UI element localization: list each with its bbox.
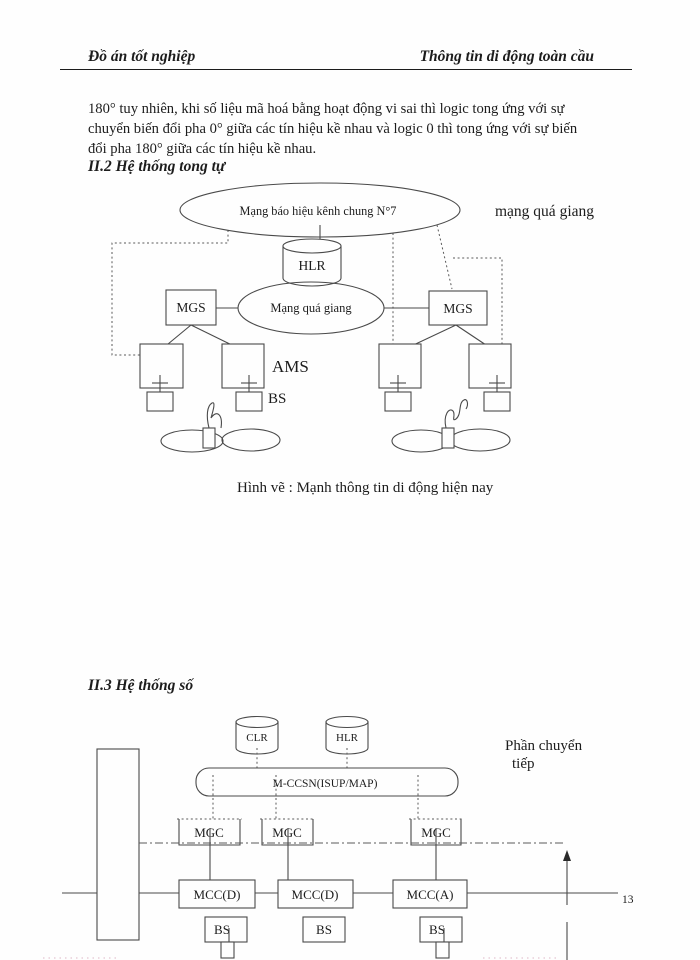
ams-boxes (139, 343, 512, 389)
bs-boxes (204, 916, 463, 943)
analog-system-diagram: Mạng báo hiệu kênh chung N°7 mạng quá gi… (111, 182, 594, 453)
mccsn-backbone (195, 767, 459, 797)
ams-bs-antenna-ticks (152, 375, 505, 400)
cell-ellipse (160, 429, 224, 453)
cell-ellipse (449, 428, 511, 452)
relay-note-line1: Phần chuyển (505, 738, 583, 754)
hlr-database-cylinder: HLR (282, 238, 342, 287)
bs-label: BS (214, 922, 230, 937)
bs-antenna-masts (220, 928, 450, 959)
header-right-title: Thông tin di động toàn cầu (419, 48, 594, 65)
ams-note: AMS (272, 357, 309, 376)
bs-box (235, 391, 263, 412)
clr-database-cylinder: CLR (235, 715, 279, 755)
mgs-right-label: MGS (443, 301, 472, 316)
ams-box (139, 343, 184, 389)
dashed-signalling-links (111, 224, 503, 387)
bs-box (384, 391, 412, 412)
bs-note: BS (268, 391, 286, 407)
hlr-label: HLR (299, 258, 326, 273)
mcc-label: MCC(D) (292, 887, 339, 902)
ams-box (378, 343, 422, 389)
bs-small-boxes (146, 391, 511, 412)
page-header: Đồ án tốt nghiệp Thông tin di động toàn … (60, 48, 632, 70)
ams-box (468, 343, 512, 389)
mgc-label: MGC (272, 825, 302, 840)
switch-block (96, 748, 140, 941)
bs-box (204, 916, 248, 943)
radio-cells (160, 399, 511, 453)
mgc-label: MGC (194, 825, 224, 840)
bs-box (419, 916, 463, 943)
section-heading-analog: II.2 Hệ thống tong tự (88, 158, 226, 175)
bs-box (302, 916, 346, 943)
mcc-boxes (178, 879, 468, 909)
bs-label: BS (316, 922, 332, 937)
mcc-box (178, 879, 256, 909)
clr-label: CLR (246, 732, 268, 744)
mgs-ams-links (161, 324, 493, 350)
mcc-label: MCC(A) (407, 887, 454, 902)
transit-cloud-label: Mạng quá giang (270, 301, 352, 315)
paragraph-line: đổi pha 180° giữa các tín hiệu kề nhau. (88, 141, 317, 157)
mcc-box (392, 879, 468, 909)
mgc-mcc-links (209, 828, 437, 880)
body-paragraph: 180° tuy nhiên, khi số liệu mã hoá bằng … (88, 99, 648, 159)
bs-box (483, 391, 511, 412)
section-heading-digital: II.3 Hệ thống số (88, 677, 194, 694)
hlr-label: HLR (336, 732, 359, 744)
paragraph-line: chuyển biến đổi pha 0° giữa các tín hiệu… (88, 121, 578, 137)
cylinder-dashed-links (256, 748, 348, 768)
bs-label: BS (429, 922, 445, 937)
digital-system-diagram: CLR HLR Phần chuyển tiếp M-CCSN(ISUP/MAP… (43, 715, 634, 960)
cell-antenna-mast (441, 427, 455, 449)
radio-wave-squiggle (444, 399, 469, 429)
figure-caption: Hình vẽ : Mạnh thông tin di động hiện na… (237, 480, 494, 496)
mccsn-label: M-CCSN(ISUP/MAP) (273, 778, 378, 790)
radio-wave-squiggle (206, 402, 222, 429)
mcc-label: MCC(D) (194, 887, 241, 902)
antenna-mast (435, 941, 450, 959)
header-left-title: Đồ án tốt nghiệp (88, 48, 196, 65)
antenna-mast (220, 941, 235, 959)
cell-ellipse (391, 429, 451, 453)
page-number: 13 (622, 894, 634, 906)
signaling-cloud-label: Mạng báo hiệu kênh chung N°7 (240, 204, 397, 218)
ams-box (221, 343, 265, 389)
cell-antenna-mast (202, 427, 216, 449)
hlr-database-cylinder: HLR (325, 715, 369, 755)
cell-ellipse (221, 428, 281, 452)
transit-network-note: mạng quá giang (495, 203, 594, 220)
paragraph-line: 180° tuy nhiên, khi số liệu mã hoá bằng … (88, 101, 565, 117)
relay-note-line2: tiếp (512, 756, 535, 772)
mcc-box (277, 879, 354, 909)
arrowhead-up-icon (563, 850, 571, 861)
up-arrow-line (563, 850, 571, 960)
mgs-right-box (428, 290, 488, 326)
bs-box (146, 391, 174, 412)
mgs-left-label: MGS (176, 300, 205, 315)
